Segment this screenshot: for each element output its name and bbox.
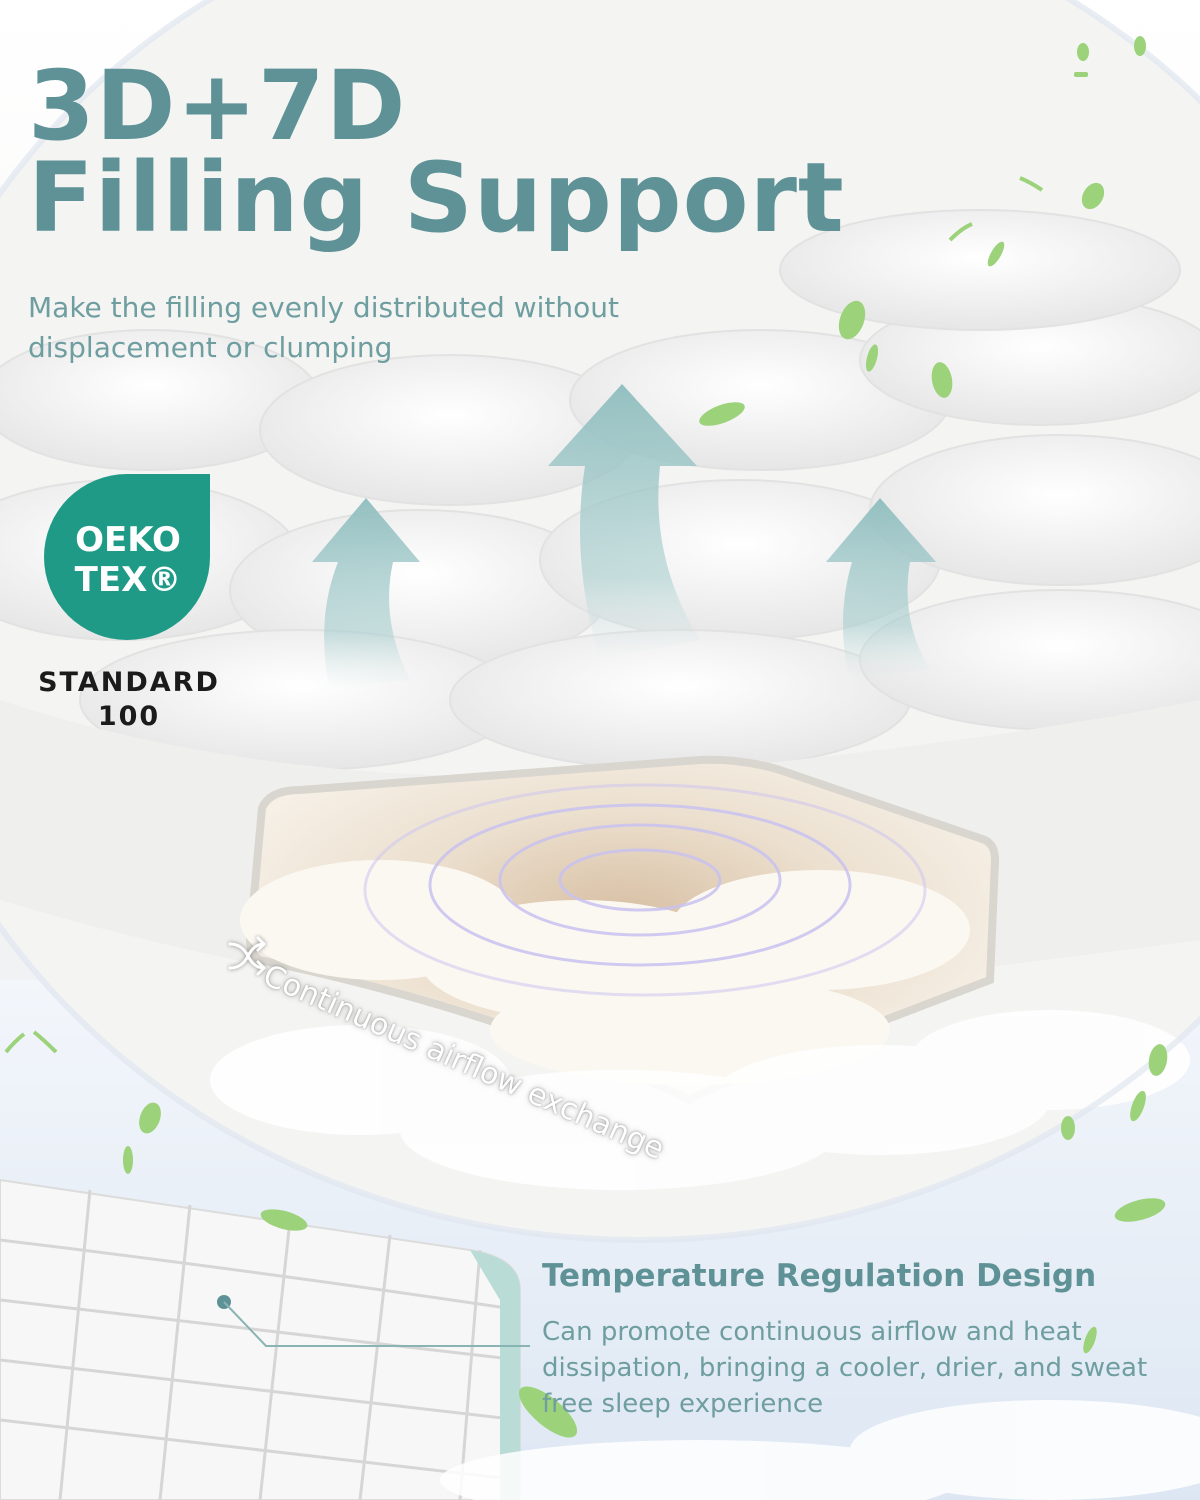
- subheadline: Make the filling evenly distributed with…: [28, 291, 619, 364]
- shuffle-icon: [228, 936, 266, 976]
- leaf-icon: [4, 36, 1168, 1438]
- headline: 3D+7D Filling Support: [28, 50, 845, 254]
- headline-line-1: 3D+7D: [28, 50, 407, 162]
- badge-standard-line-2: 100: [97, 701, 161, 732]
- badge-standard-line-1: STANDARD: [38, 667, 220, 698]
- headline-line-2: Filling Support: [28, 142, 845, 254]
- mattress-thumbnail: [0, 1178, 530, 1500]
- arrow-up-icon: [312, 384, 936, 690]
- badge-line-1: OEKO: [75, 520, 181, 560]
- oeko-tex-logo-text: OEKO TEX®: [44, 520, 212, 600]
- feature-description: Can promote continuous airflow and heat …: [542, 1317, 1148, 1419]
- feature-title: Temperature Regulation Design: [542, 1258, 1097, 1294]
- oeko-tex-badge: [44, 474, 210, 640]
- badge-standard: STANDARD 100: [26, 666, 232, 734]
- badge-line-2: TEX®: [74, 560, 182, 600]
